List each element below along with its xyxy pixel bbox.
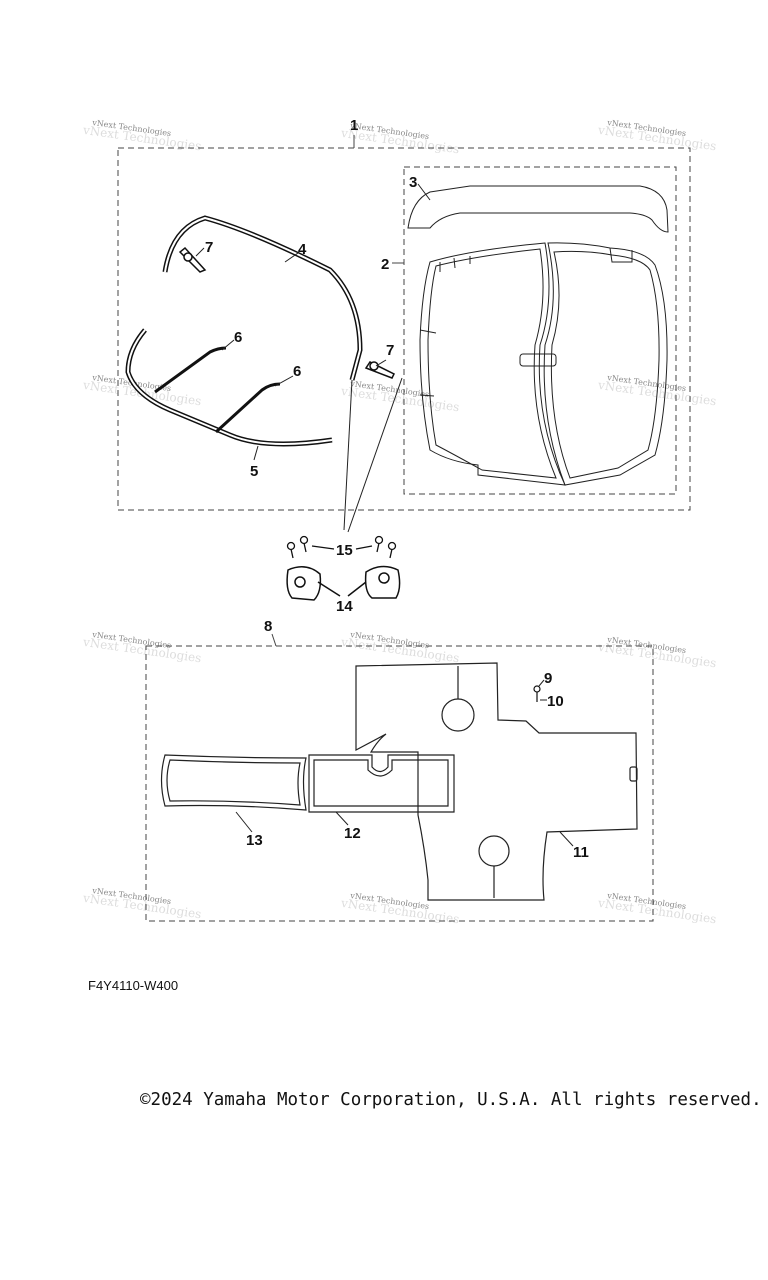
diagram-code: F4Y4110-W400 bbox=[88, 978, 179, 993]
part-9-10-fastener bbox=[533, 685, 541, 702]
callout-11: 11 bbox=[573, 844, 589, 861]
leader-lines-upper bbox=[195, 183, 431, 533]
leader-lines-lower bbox=[235, 679, 574, 847]
callout-8: 8 bbox=[264, 618, 272, 635]
callout-6a: 6 bbox=[234, 329, 242, 346]
callout-3: 3 bbox=[409, 174, 417, 191]
copyright-notice: ©2024 Yamaha Motor Corporation, U.S.A. A… bbox=[140, 1090, 762, 1110]
part-13-mat bbox=[160, 754, 307, 811]
part-7-hinges bbox=[178, 246, 396, 379]
callout-9: 9 bbox=[544, 670, 552, 687]
callout-10: 10 bbox=[547, 693, 564, 710]
part-15-screws bbox=[286, 535, 397, 559]
callout-14: 14 bbox=[336, 598, 353, 615]
part-4-upper-frame bbox=[162, 215, 363, 381]
assembly-8-boundary bbox=[145, 633, 654, 922]
callout-6b: 6 bbox=[293, 363, 301, 380]
part-11-mat bbox=[355, 662, 638, 901]
callout-2: 2 bbox=[381, 256, 389, 273]
callout-4: 4 bbox=[298, 241, 307, 258]
part-3-cover bbox=[407, 185, 669, 233]
callout-5: 5 bbox=[250, 463, 258, 480]
callout-15: 15 bbox=[336, 542, 353, 559]
part-12-mat bbox=[308, 754, 455, 813]
part-5-lower-frame bbox=[125, 328, 333, 447]
assembly-2-boundary bbox=[392, 166, 677, 495]
callout-12: 12 bbox=[344, 825, 361, 842]
assembly-1-boundary bbox=[117, 135, 691, 511]
callout-13: 13 bbox=[246, 832, 263, 849]
callout-7a: 7 bbox=[205, 239, 213, 256]
callout-1: 1 bbox=[350, 117, 358, 134]
callout-7b: 7 bbox=[386, 342, 394, 359]
part-2-canopy bbox=[419, 242, 668, 486]
part-14-brackets bbox=[286, 565, 401, 601]
